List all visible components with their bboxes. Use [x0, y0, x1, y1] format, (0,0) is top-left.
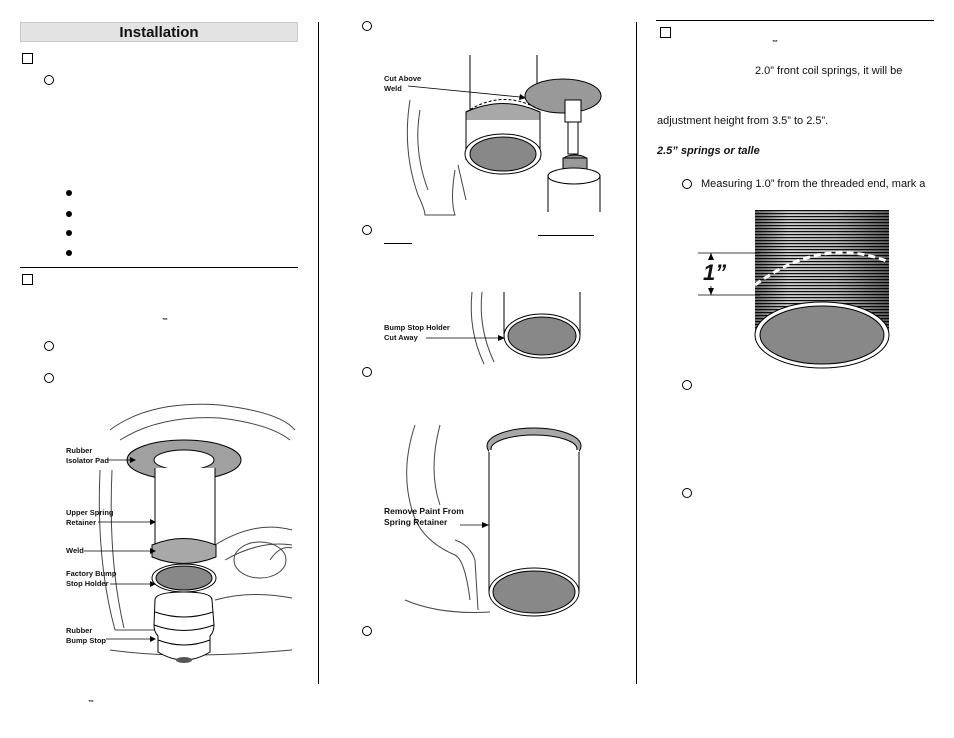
instruction-text-3: Measuring 1.0” from the threaded end, ma…: [701, 178, 926, 190]
substep-bullet: [44, 373, 54, 383]
column-divider-1: [318, 22, 319, 684]
substep-bullet: [44, 75, 54, 85]
substep-bullet: [362, 21, 372, 31]
list-bullet: [66, 250, 72, 256]
substep-bullet: [362, 626, 372, 636]
list-bullet: [66, 230, 72, 236]
instruction-subheading: 2.5” springs or talle: [657, 145, 760, 157]
substep-bullet: [362, 225, 372, 235]
step-checkbox[interactable]: [22, 274, 33, 285]
list-bullet: [66, 190, 72, 196]
trademark-symbol: ™: [162, 318, 168, 324]
trademark-symbol: ™: [88, 700, 94, 706]
step-checkbox[interactable]: [660, 27, 671, 38]
instruction-text-2: adjustment height from 3.5” to 2.5”.: [657, 115, 829, 127]
substep-bullet: [682, 380, 692, 390]
dimension-label: 1”: [703, 260, 727, 286]
substep-bullet: [682, 488, 692, 498]
underline: [384, 243, 412, 244]
instruction-text-1: 2.0” front coil springs, it will be: [755, 65, 903, 77]
underline: [538, 235, 594, 236]
list-bullet: [66, 211, 72, 217]
trademark-symbol: ™: [772, 40, 778, 46]
substep-bullet: [362, 367, 372, 377]
section-divider: [20, 267, 298, 268]
substep-bullet: [44, 341, 54, 351]
label-weld: Weld: [66, 546, 84, 555]
step-checkbox[interactable]: [22, 53, 33, 64]
column-divider-2: [636, 22, 637, 684]
column3-top-rule: [656, 20, 934, 21]
section-header: Installation: [20, 22, 298, 42]
substep-bullet: [682, 179, 692, 189]
